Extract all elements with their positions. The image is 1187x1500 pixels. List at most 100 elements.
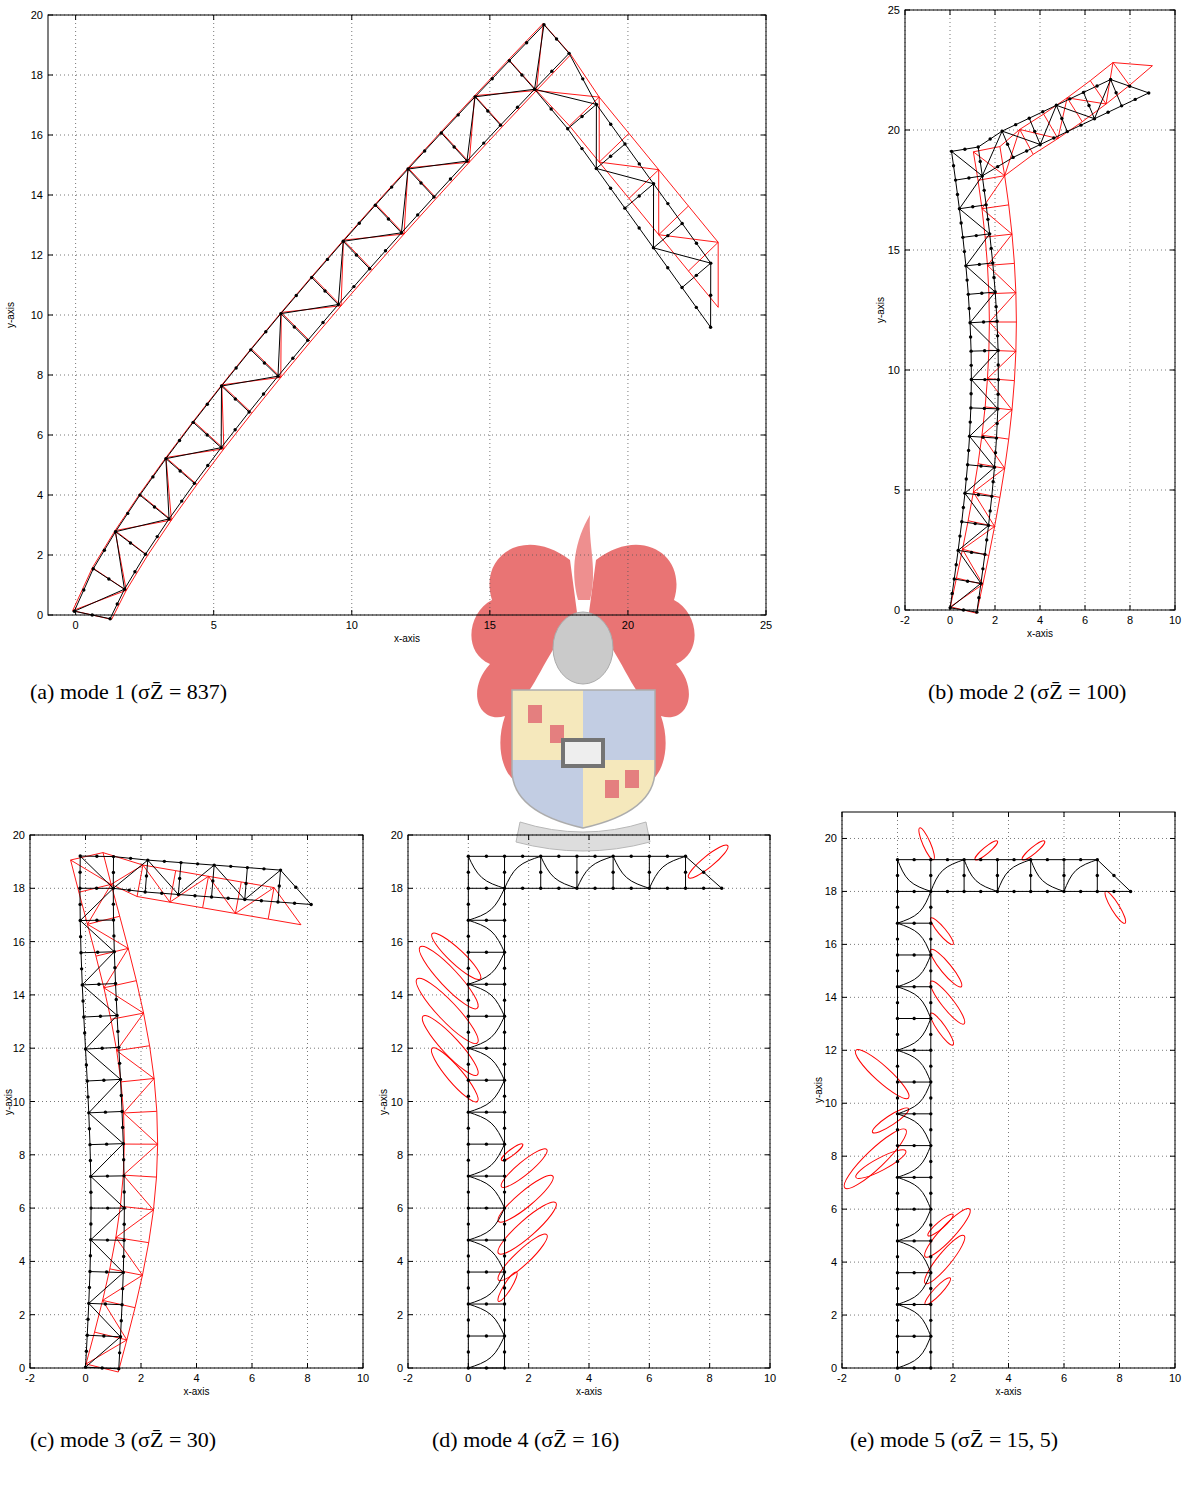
- truss-node: [929, 1096, 932, 1099]
- truss-member: [997, 860, 1030, 892]
- grid-line: [196, 835, 197, 1368]
- axis-title: x-axis: [1027, 628, 1053, 639]
- axis-title: y-axis: [5, 302, 16, 328]
- tick-label: -2: [837, 1372, 847, 1384]
- truss-node: [525, 41, 528, 44]
- axes-frame: [842, 812, 1175, 1368]
- truss-member: [86, 1340, 127, 1364]
- truss-node: [467, 1222, 470, 1225]
- truss-member: [343, 233, 401, 241]
- truss-member: [166, 422, 193, 458]
- grid-line: [30, 1048, 363, 1049]
- truss-node: [720, 887, 723, 890]
- truss-member: [117, 1051, 154, 1079]
- tick-label: 10: [888, 364, 900, 376]
- truss-node: [86, 1318, 89, 1321]
- truss-member: [968, 465, 995, 468]
- truss-node: [896, 1335, 899, 1338]
- truss-member: [973, 464, 978, 492]
- truss-node: [310, 276, 313, 279]
- truss-node: [279, 868, 282, 871]
- truss-node: [129, 541, 132, 544]
- truss-member: [971, 407, 998, 409]
- truss-node: [1087, 104, 1090, 107]
- grid-line: [213, 15, 214, 615]
- tick-mark: [842, 1050, 1175, 1051]
- truss-member: [509, 61, 534, 90]
- tick-mark: [141, 835, 142, 1368]
- grid-line: [408, 1208, 770, 1209]
- truss-node: [406, 167, 409, 170]
- tick-mark: [842, 1262, 1175, 1263]
- truss-member: [90, 1271, 123, 1273]
- truss-member: [89, 1303, 121, 1336]
- truss-member: [145, 860, 148, 892]
- truss-node: [88, 1286, 91, 1289]
- truss-member: [613, 856, 649, 888]
- truss-member: [214, 865, 247, 867]
- truss-node: [105, 1142, 108, 1145]
- truss-member: [193, 421, 224, 449]
- truss-node: [567, 52, 570, 55]
- truss-node: [128, 888, 131, 891]
- truss-node: [503, 1142, 506, 1145]
- truss-node: [78, 903, 81, 906]
- truss-member: [1005, 439, 1009, 468]
- truss-member: [596, 104, 625, 144]
- truss-node: [368, 267, 371, 270]
- truss-node: [485, 1174, 488, 1177]
- truss-member: [1067, 119, 1094, 132]
- truss-member: [1090, 81, 1106, 104]
- axis-title: x-axis: [995, 1386, 1021, 1397]
- grid-line: [48, 495, 766, 496]
- truss-node: [115, 998, 118, 1001]
- mode-trace: [497, 1144, 550, 1191]
- grid-line: [1130, 10, 1131, 610]
- truss-member: [194, 448, 221, 484]
- tick-mark: [408, 1154, 770, 1155]
- truss-member: [120, 1305, 122, 1337]
- truss-node: [929, 1255, 932, 1258]
- truss-member: [596, 144, 625, 168]
- truss-node: [99, 1015, 102, 1018]
- tick-mark: [528, 835, 529, 1368]
- tick-mark: [905, 10, 906, 610]
- tick-label: 2: [19, 1309, 25, 1321]
- tick-label: 0: [19, 1362, 25, 1374]
- truss-node: [996, 407, 999, 410]
- truss-member: [120, 1206, 153, 1210]
- grid-line: [842, 1156, 1175, 1157]
- truss-member: [535, 89, 568, 128]
- truss-member: [988, 322, 989, 350]
- truss-node: [993, 466, 996, 469]
- truss-node: [123, 1223, 126, 1226]
- truss-node: [975, 234, 978, 237]
- truss-node: [246, 866, 249, 869]
- truss-node: [637, 226, 640, 229]
- truss-node: [503, 1286, 506, 1289]
- truss-member: [1000, 147, 1005, 176]
- truss-member: [116, 495, 140, 532]
- truss-node: [467, 1286, 470, 1289]
- crest-quarter: [512, 760, 583, 830]
- truss-node: [929, 1287, 932, 1290]
- truss-member: [959, 176, 982, 209]
- truss-node: [390, 185, 393, 188]
- grid-line: [408, 994, 770, 995]
- truss-member: [117, 1015, 119, 1047]
- truss-node: [440, 131, 443, 134]
- truss-member: [970, 323, 998, 351]
- truss-member: [119, 1337, 121, 1369]
- truss-node: [964, 264, 967, 267]
- axis-title: y-axis: [3, 1088, 14, 1114]
- truss-node: [1096, 874, 1099, 877]
- truss-node: [566, 127, 569, 130]
- truss-member: [92, 531, 115, 568]
- axis-title: x-axis: [394, 633, 420, 644]
- truss-member: [505, 856, 541, 888]
- tick-mark: [1130, 10, 1131, 610]
- truss-node: [896, 874, 899, 877]
- truss-member: [467, 97, 475, 161]
- truss-node: [503, 999, 506, 1002]
- truss-member: [989, 496, 992, 525]
